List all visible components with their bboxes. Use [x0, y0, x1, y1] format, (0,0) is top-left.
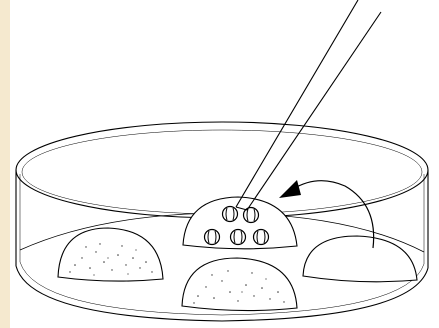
source-droplet	[183, 197, 297, 249]
pipette-wall-left	[236, 0, 358, 207]
embryo	[223, 207, 238, 222]
target-droplet	[303, 236, 417, 282]
droplet-middle	[182, 258, 297, 311]
transfer-arrow-head	[279, 180, 301, 198]
embryo	[254, 230, 269, 245]
transfer-pipette	[236, 0, 381, 210]
embryo	[205, 230, 220, 245]
embryo	[231, 230, 246, 245]
droplet-left	[58, 228, 163, 281]
pipette-wall-right	[247, 12, 381, 210]
